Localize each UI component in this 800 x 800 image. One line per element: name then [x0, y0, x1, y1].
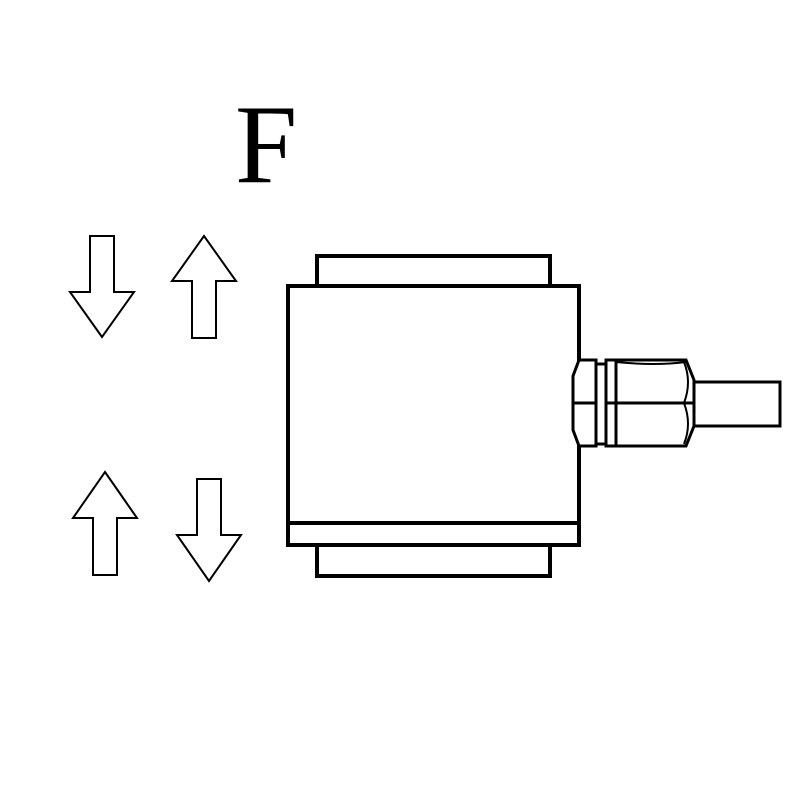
bottom-cap: [315, 543, 552, 578]
top-cap: [315, 254, 552, 288]
bottom-right-down-arrow: [175, 478, 243, 583]
load-cell-body: [286, 254, 581, 578]
top-left-down-arrow: [68, 235, 136, 339]
top-right-up-arrow: [170, 234, 238, 339]
cable: [692, 380, 782, 428]
hex-nut-curve-top: [615, 361, 687, 365]
main-cylinder: [286, 284, 581, 547]
bottom-left-up-arrow: [71, 470, 139, 576]
hex-nut-curve-right: [682, 361, 689, 445]
force-label: F: [235, 83, 297, 207]
cable-connector: [571, 358, 782, 448]
